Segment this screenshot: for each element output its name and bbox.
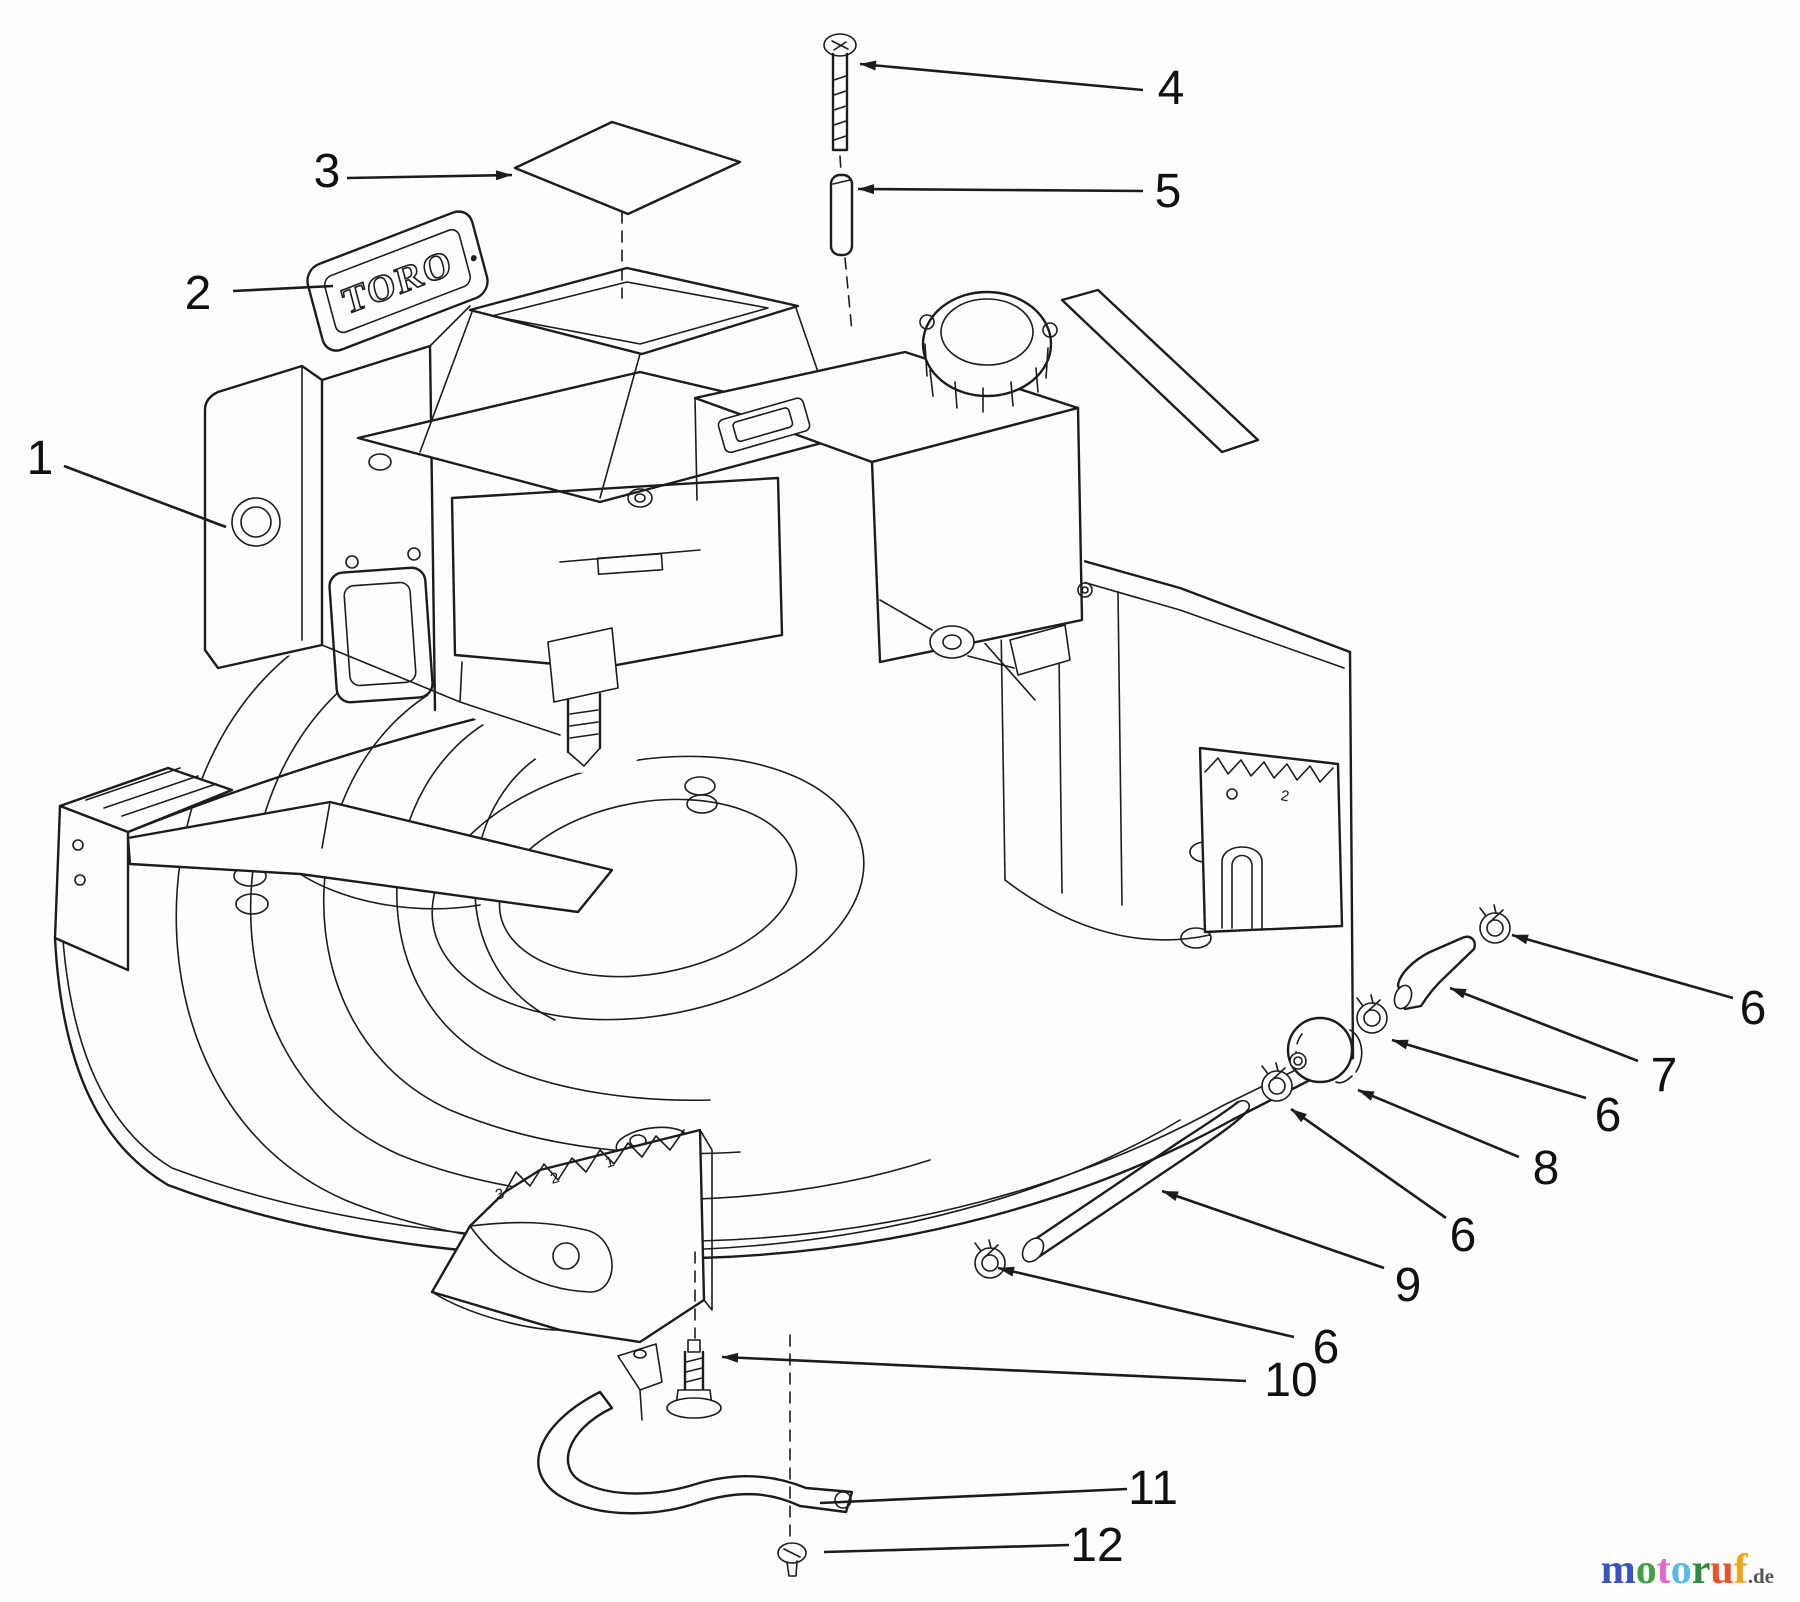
leader-line-9 xyxy=(1161,1189,1385,1270)
leader-line-6 xyxy=(1511,933,1734,1000)
watermark-letter: u xyxy=(1710,1547,1734,1593)
hose-clamp-icon xyxy=(1261,1062,1293,1102)
watermark-letter: o xyxy=(1635,1547,1657,1593)
leader-line-10 xyxy=(721,1355,1247,1383)
leader-arrowhead xyxy=(1450,988,1467,999)
leader-arrowhead xyxy=(1291,1109,1307,1123)
part-bolt-long xyxy=(823,33,857,173)
leader-line-2 xyxy=(232,284,334,293)
callout-number-2-1: 2 xyxy=(185,267,212,320)
leader-line-6 xyxy=(997,1266,1295,1339)
callout-number-5-4: 5 xyxy=(1155,165,1182,218)
leader-arrowhead xyxy=(860,60,877,71)
callout-number-10-12: 10 xyxy=(1264,1354,1317,1407)
hose-clamp-icon xyxy=(974,1239,1006,1279)
callout-number-6-9: 6 xyxy=(1450,1209,1477,1262)
watermark-letter: o xyxy=(1670,1547,1692,1593)
leader-line-12 xyxy=(823,1543,1070,1554)
callout-number-3-2: 3 xyxy=(314,145,341,198)
callout-number-8-8: 8 xyxy=(1533,1142,1560,1195)
callout-number-1-0: 1 xyxy=(27,432,54,485)
leader-line-6 xyxy=(1290,1107,1447,1220)
leader-line-4 xyxy=(859,62,1144,92)
leader-line-3 xyxy=(346,173,513,180)
leader-line-6 xyxy=(1391,1038,1587,1100)
leader-line-5 xyxy=(857,187,1144,193)
front-height-bracket: 3 2 1 xyxy=(430,1128,713,1344)
leader-line-1 xyxy=(63,464,227,529)
callout-number-11-13: 11 xyxy=(1128,1462,1178,1515)
leader-arrowhead xyxy=(495,170,512,181)
leader-arrowhead xyxy=(858,184,875,195)
part-air-cleaner-cover xyxy=(513,120,742,216)
leader-arrowhead xyxy=(1358,1090,1375,1101)
part-spacer-pin xyxy=(829,173,854,257)
watermark-letter: f xyxy=(1733,1547,1748,1593)
watermark-suffix: .de xyxy=(1747,1564,1774,1588)
leader-arrowhead xyxy=(1162,1191,1179,1201)
watermark: motoruf.de xyxy=(1601,1546,1774,1594)
hose-clamp-icon xyxy=(1479,904,1511,944)
callout-number-6-5: 6 xyxy=(1740,982,1767,1035)
leader-arrowhead xyxy=(1392,1039,1409,1050)
hose-clamp-icon xyxy=(1356,994,1388,1034)
callout-number-7-6: 7 xyxy=(1651,1049,1678,1102)
watermark-letter: m xyxy=(1600,1547,1636,1593)
bottom-bracket-group xyxy=(537,1251,854,1577)
deck-corner-bumper xyxy=(53,766,614,972)
watermark-letter: t xyxy=(1656,1547,1671,1593)
callout-number-4-3: 4 xyxy=(1158,62,1185,115)
rear-bracket-mark: 2 xyxy=(1279,787,1290,805)
callout-number-6-11: 6 xyxy=(1313,1321,1340,1374)
rear-height-bracket: 2 xyxy=(1198,746,1344,934)
fuel-line-parts xyxy=(974,904,1511,1279)
callout-number-9-10: 9 xyxy=(1395,1259,1422,1312)
leader-line-11 xyxy=(819,1487,1128,1505)
watermark-letter: r xyxy=(1691,1547,1711,1593)
leader-line-7 xyxy=(1449,986,1639,1063)
callout-number-6-7: 6 xyxy=(1595,1089,1622,1142)
leader-arrowhead xyxy=(722,1352,739,1363)
engine-assembly xyxy=(203,211,1260,774)
leader-line-8 xyxy=(1357,1088,1520,1159)
leader-arrowhead xyxy=(998,1266,1015,1277)
part-brand-plate: TORO xyxy=(306,210,489,352)
leader-arrowhead xyxy=(1512,934,1529,945)
callout-number-12-14: 12 xyxy=(1070,1519,1123,1572)
watermark-word: motoruf xyxy=(1601,1547,1748,1593)
